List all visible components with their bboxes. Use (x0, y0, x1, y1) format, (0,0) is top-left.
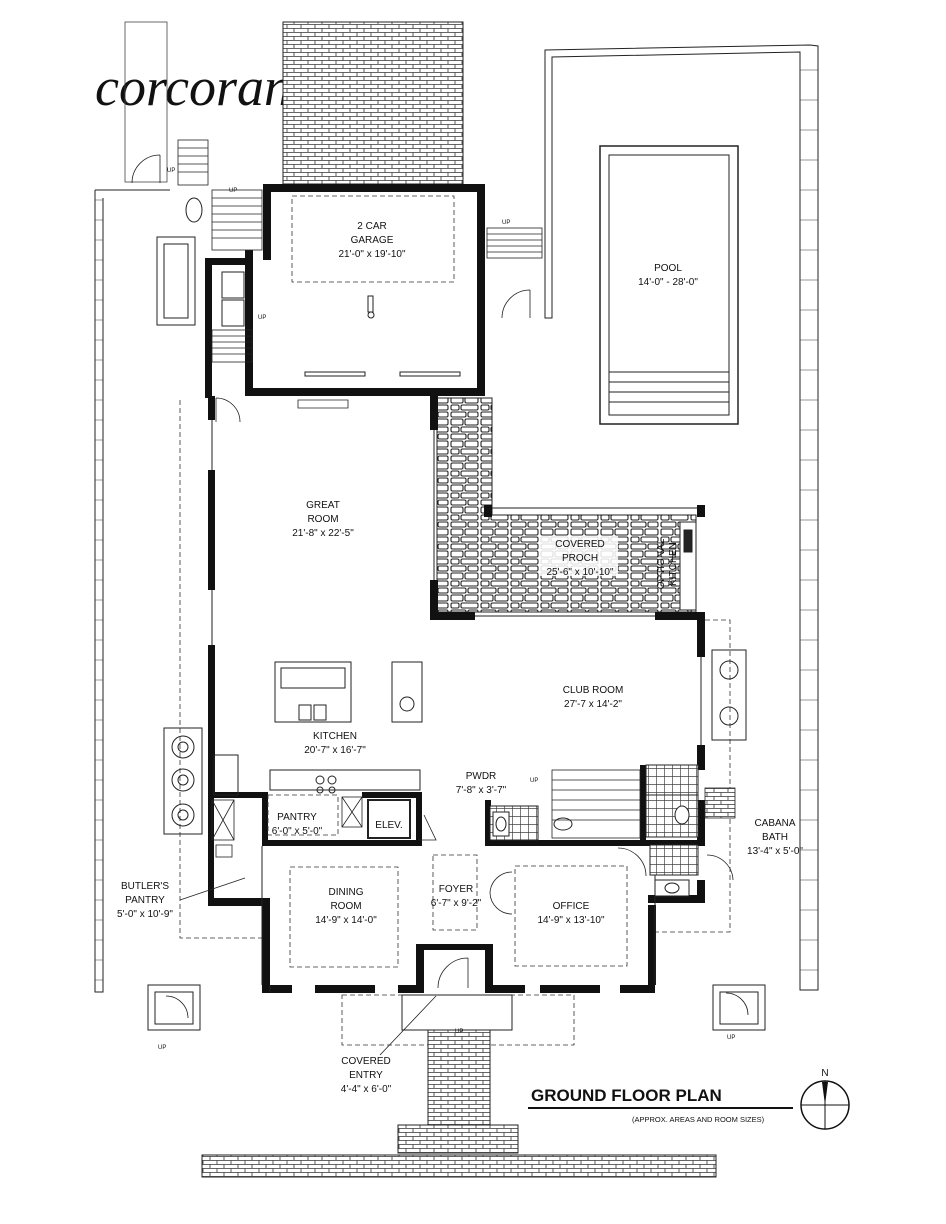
svg-text:4'-4" x 6'-0": 4'-4" x 6'-0" (341, 1084, 392, 1095)
plan-title: GROUND FLOOR PLAN (531, 1086, 722, 1105)
svg-text:6'-0" x 5'-0": 6'-0" x 5'-0" (272, 826, 323, 837)
doors (131, 154, 749, 1019)
svg-text:6'-7" x 9'-2": 6'-7" x 9'-2" (431, 898, 482, 909)
up-label: UP (229, 188, 237, 194)
garage-doors (304, 295, 461, 377)
north-arrow: N (800, 1068, 850, 1130)
stairs-northwest (177, 139, 263, 251)
left-rail (95, 69, 818, 981)
room-label-club-room: CLUB ROOM 27'-7 x 14'-2" (563, 685, 624, 710)
up-label: UP (167, 168, 175, 174)
front-step (397, 1124, 519, 1154)
pool-deck (544, 44, 819, 991)
brand-logo-text: corcoran (95, 57, 291, 117)
svg-text:PROCH: PROCH (562, 553, 598, 564)
svg-text:7'-8" x 3'-7": 7'-8" x 3'-7" (456, 785, 507, 796)
svg-text:CABANA: CABANA (754, 818, 795, 829)
svg-text:DINING: DINING (329, 887, 364, 898)
up-label: UP (158, 1045, 166, 1051)
svg-text:PANTRY: PANTRY (125, 895, 165, 906)
svg-text:20'-7" x 16'-7": 20'-7" x 16'-7" (304, 745, 366, 756)
club-appliances (711, 649, 747, 741)
room-label-garage: 2 CAR GARAGE 21'-0" x 19'-10" (338, 221, 406, 260)
room-label-pwdr: PWDR 7'-8" x 3'-7" (456, 771, 507, 796)
up-label: UP (258, 315, 266, 321)
stairs-garage (211, 227, 543, 363)
svg-text:25'-6" x 10'-10": 25'-6" x 10'-10" (546, 567, 614, 578)
grill-units (163, 727, 203, 835)
svg-text:ROOM: ROOM (307, 514, 338, 525)
room-label-office: OFFICE 14'-9" x 13'-10" (537, 901, 605, 926)
svg-text:CLUB ROOM: CLUB ROOM (563, 685, 624, 696)
room-label-butlers-pantry: BUTLER'S PANTRY 5'-0" x 10'-9" (117, 877, 246, 920)
svg-text:21'-8" x 22'-5": 21'-8" x 22'-5" (292, 528, 354, 539)
svg-text:PANTRY: PANTRY (277, 812, 317, 823)
cabana-bath-fixtures (645, 764, 699, 897)
room-label-pantry: PANTRY 6'-0" x 5'-0" (272, 812, 323, 837)
room-label-covered-entry: COVERED ENTRY 4'-4" x 6'-0" (341, 995, 437, 1095)
svg-text:OPTIONAL: OPTIONAL (656, 538, 667, 589)
room-label-optional-kitchen: OPTIONAL KITCHEN (656, 538, 679, 589)
room-label-great-room: GREAT ROOM 21'-8" x 22'-5" (292, 500, 354, 539)
front-walkway (427, 1029, 491, 1126)
svg-text:27'-7 x 14'-2": 27'-7 x 14'-2" (564, 699, 622, 710)
elevator-shaft (367, 799, 411, 839)
plan-subtitle: (APPROX. AREAS AND ROOM SIZES) (632, 1115, 765, 1124)
up-label: UP (530, 778, 538, 784)
svg-text:GREAT: GREAT (306, 500, 340, 511)
north-label: N (821, 1068, 828, 1079)
room-label-elevator: ELEV. (375, 820, 402, 831)
plan-title-block: GROUND FLOOR PLAN (APPROX. AREAS AND ROO… (528, 1086, 793, 1124)
up-markers: UP UP UP UP UP UP UP UP (158, 168, 735, 1051)
svg-text:2 CAR: 2 CAR (357, 221, 386, 232)
up-label: UP (455, 1029, 463, 1035)
sidewalk (201, 1154, 717, 1178)
svg-text:KITCHEN: KITCHEN (668, 542, 679, 586)
room-label-foyer: FOYER 6'-7" x 9'-2" (431, 884, 482, 909)
svg-text:5'-0" x 10'-9": 5'-0" x 10'-9" (117, 909, 173, 920)
svg-text:OFFICE: OFFICE (553, 901, 590, 912)
svg-text:14'-9" x 13'-10": 14'-9" x 13'-10" (537, 915, 605, 926)
pool (599, 145, 739, 425)
svg-text:KITCHEN: KITCHEN (313, 731, 357, 742)
outdoor-kitchen-counter (679, 521, 697, 611)
svg-text:21'-0" x 19'-10": 21'-0" x 19'-10" (338, 249, 406, 260)
svg-text:POOL: POOL (654, 263, 682, 274)
svg-text:14'-0" - 28'-0": 14'-0" - 28'-0" (638, 277, 698, 288)
svg-text:ELEV.: ELEV. (375, 820, 402, 831)
side-walkway (124, 21, 168, 183)
svg-text:COVERED: COVERED (555, 539, 604, 550)
room-label-dining-room: DINING ROOM 14'-9" x 14'-0" (315, 887, 377, 926)
svg-text:ROOM: ROOM (330, 901, 361, 912)
garage-interior (291, 195, 455, 283)
front-porches (147, 984, 766, 1031)
svg-text:GARAGE: GARAGE (351, 235, 394, 246)
powder-room-fixtures (489, 805, 573, 841)
room-label-kitchen: KITCHEN 20'-7" x 16'-7" (304, 731, 366, 756)
left-terrace (94, 189, 170, 993)
stairs-club (551, 769, 736, 839)
svg-text:COVERED: COVERED (341, 1056, 390, 1067)
svg-text:BUTLER'S: BUTLER'S (121, 881, 169, 892)
pantry-shelving (211, 796, 363, 858)
svg-text:13'-4" x 5'-0": 13'-4" x 5'-0" (747, 846, 803, 857)
garage-apron (282, 21, 464, 185)
svg-text:ENTRY: ENTRY (349, 1070, 383, 1081)
garage-fixtures (156, 197, 245, 327)
wall-outlines (211, 420, 702, 992)
up-label: UP (502, 220, 510, 226)
roof-outline-west (179, 400, 265, 939)
room-dashed-outlines (267, 794, 628, 968)
room-label-pool: POOL 14'-0" - 28'-0" (638, 263, 698, 288)
svg-text:14'-9" x 14'-0": 14'-9" x 14'-0" (315, 915, 377, 926)
roof-outline-east (655, 619, 731, 933)
up-label: UP (727, 1035, 735, 1041)
kitchen-island (213, 661, 423, 796)
svg-text:FOYER: FOYER (439, 884, 473, 895)
svg-text:PWDR: PWDR (466, 771, 497, 782)
room-label-covered-porch: COVERED PROCH 25'-6" x 10'-10" (540, 536, 618, 578)
svg-text:BATH: BATH (762, 832, 788, 843)
room-label-cabana-bath: CABANA BATH 13'-4" x 5'-0" (747, 818, 803, 857)
